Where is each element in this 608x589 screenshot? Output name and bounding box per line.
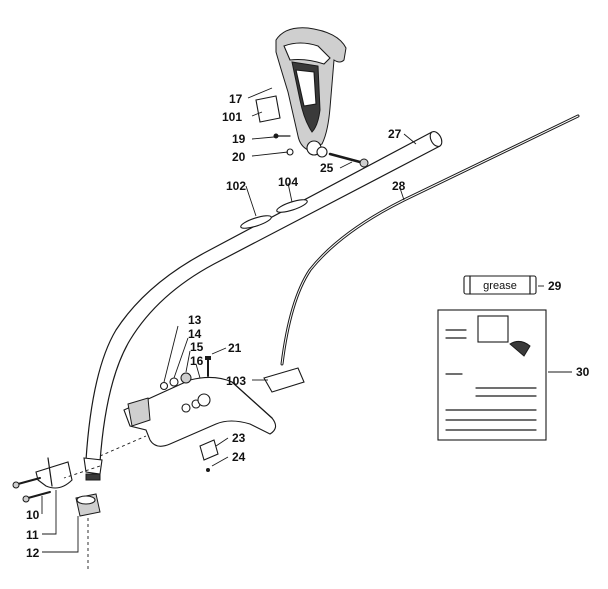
callout-24: 24 [232,450,246,464]
decal-part-104 [276,199,308,213]
screw-part-19 [273,133,291,139]
callout-12: 12 [26,546,40,560]
nut-part-12 [75,493,101,517]
callout-102: 102 [226,179,246,193]
callout-103: 103 [226,374,246,388]
callout-10: 10 [26,508,40,522]
deflector-housing-part [123,376,277,447]
screw-part-24 [206,468,210,472]
callout-25: 25 [320,161,334,175]
callout-101: 101 [222,110,242,124]
bolt-part-25 [328,152,369,168]
callout-27: 27 [388,127,402,141]
washer-part-13 [159,381,169,391]
screw-part-21 [205,356,211,377]
callout-14: 14 [188,327,202,341]
label-sticker-part [255,95,281,123]
assembly-guide-lines [63,435,147,572]
callout-labels: 17 101 19 20 25 27 28 102 104 13 14 15 1… [26,92,590,560]
grease-tube-part: grease [463,275,537,295]
clip-part-23 [199,439,219,461]
flex-cable-part [280,114,580,366]
callout-29: 29 [548,279,562,293]
callout-23: 23 [232,431,246,445]
callout-13: 13 [188,313,202,327]
decal-part-102 [240,215,272,229]
tube-shaft-part [83,131,443,481]
leader-lines [41,87,572,553]
callout-104: 104 [278,175,298,189]
handle-part [275,27,347,158]
washer-part-14 [169,377,179,387]
callout-15: 15 [190,340,204,354]
callout-30: 30 [576,365,590,379]
grease-tube-text: grease [483,280,517,292]
callout-17: 17 [229,92,243,106]
owners-manual-part [437,309,547,441]
callout-19: 19 [232,132,246,146]
decal-part-103 [263,367,305,393]
callout-20: 20 [232,150,246,164]
callout-16: 16 [190,354,204,368]
callout-28: 28 [392,179,406,193]
callout-11: 11 [26,528,39,542]
callout-21: 21 [228,341,242,355]
bolt-part-10 [12,477,51,503]
bracket-part-11 [35,457,73,489]
nut-part-15 [180,372,192,384]
